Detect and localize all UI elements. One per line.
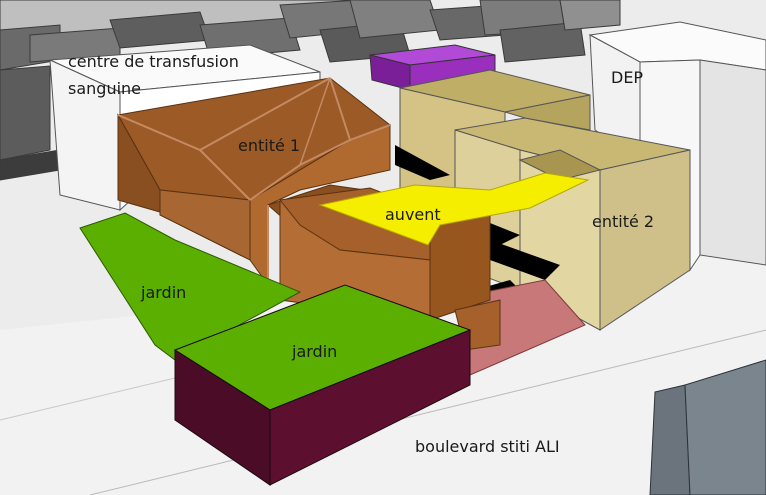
label-boulevard: boulevard stiti ALI: [415, 437, 560, 456]
dep-building: [588, 21, 766, 272]
label-jardin-front: jardin: [292, 342, 338, 361]
auvent-canopy: [318, 172, 590, 246]
label-centre-transfusion: centre de transfusion: [68, 52, 239, 71]
label-auvent: auvent: [385, 205, 441, 224]
jardin-left: [79, 212, 302, 361]
entite-1-lower-volume: [279, 187, 501, 351]
entite-1-volume: [117, 77, 392, 287]
label-entite-2: entité 2: [592, 212, 655, 231]
label-dep: DEP: [611, 68, 644, 87]
jardin-front-volume: [173, 284, 472, 486]
label-entite-1: entité 1: [238, 136, 301, 155]
label-jardin-left: jardin: [141, 283, 187, 302]
foreground-building: [649, 359, 766, 495]
label-sanguine: sanguine: [68, 79, 142, 98]
curb-line: [89, 329, 766, 495]
